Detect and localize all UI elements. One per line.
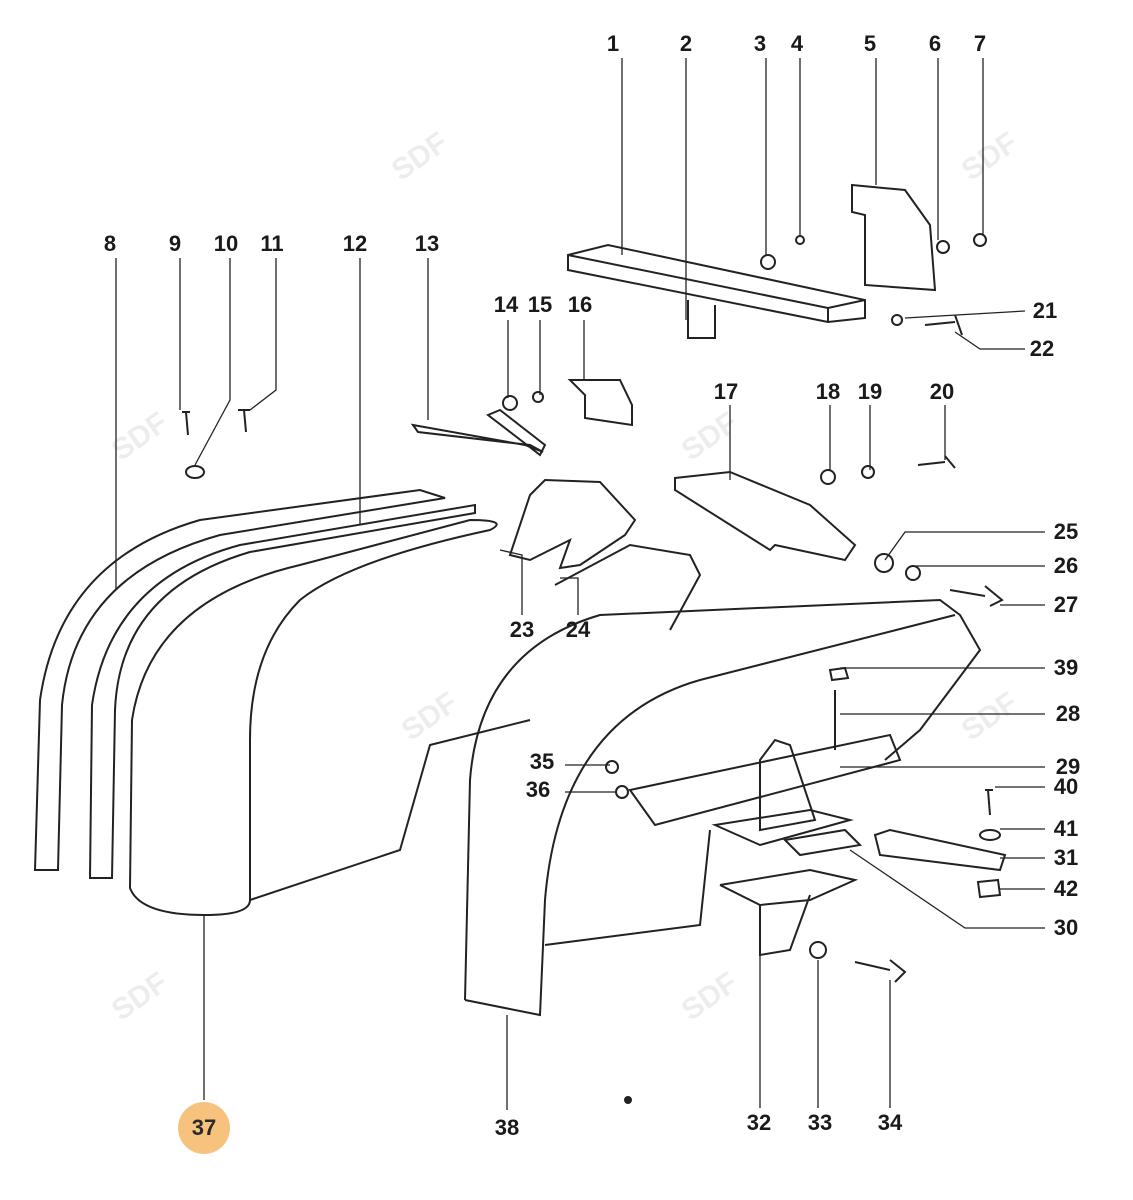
fender-strip-8 <box>33 488 446 871</box>
callout-10[interactable]: 10 <box>213 231 239 256</box>
callout-31[interactable]: 31 <box>1053 845 1079 870</box>
callout-11[interactable]: 11 <box>260 231 284 256</box>
callout-30[interactable]: 30 <box>1053 915 1079 940</box>
callout-13[interactable]: 13 <box>414 231 440 256</box>
callout-4[interactable]: 4 <box>790 31 804 56</box>
bracket-32 <box>719 868 859 957</box>
callout-22[interactable]: 22 <box>1029 336 1055 361</box>
callout-12[interactable]: 12 <box>342 231 368 256</box>
callout-41[interactable]: 41 <box>1053 816 1079 841</box>
callout-29[interactable]: 29 <box>1055 754 1081 779</box>
callout-6[interactable]: 6 <box>928 31 942 56</box>
callout-7[interactable]: 7 <box>973 31 987 56</box>
callout-40[interactable]: 40 <box>1053 774 1079 799</box>
fender-37 <box>128 518 531 917</box>
plate-part <box>851 183 937 292</box>
callout-8[interactable]: 8 <box>103 231 117 256</box>
callout-26[interactable]: 26 <box>1053 553 1079 578</box>
callout-9[interactable]: 9 <box>168 231 182 256</box>
callout-28[interactable]: 28 <box>1055 701 1081 726</box>
fender-38 <box>464 598 982 1017</box>
callout-27[interactable]: 27 <box>1053 592 1079 617</box>
callout-39[interactable]: 39 <box>1053 655 1079 680</box>
fender-strip-12 <box>88 503 476 879</box>
callout-35[interactable]: 35 <box>529 749 555 774</box>
callout-25[interactable]: 25 <box>1053 519 1079 544</box>
crossbar-part <box>567 243 866 339</box>
callout-23[interactable]: 23 <box>509 617 535 642</box>
callout-36[interactable]: 36 <box>525 777 551 802</box>
callout-14[interactable]: 14 <box>493 292 519 317</box>
callout-38[interactable]: 38 <box>494 1115 520 1140</box>
callout-19[interactable]: 19 <box>857 379 883 404</box>
leader-lines <box>115 58 1045 1110</box>
callout-42[interactable]: 42 <box>1053 876 1079 901</box>
callout-33[interactable]: 33 <box>807 1110 833 1135</box>
callout-37-highlighted[interactable]: 37 <box>178 1102 230 1154</box>
support-bracket-29 <box>628 733 902 857</box>
callout-34[interactable]: 34 <box>877 1110 903 1135</box>
callout-17[interactable]: 17 <box>713 379 739 404</box>
callout-21[interactable]: 21 <box>1032 298 1058 323</box>
callout-2[interactable]: 2 <box>679 31 693 56</box>
callout-5[interactable]: 5 <box>863 31 877 56</box>
callout-16[interactable]: 16 <box>567 292 593 317</box>
callout-1[interactable]: 1 <box>606 31 620 56</box>
callout-20[interactable]: 20 <box>929 379 955 404</box>
bracket-17 <box>674 470 857 562</box>
callout-32[interactable]: 32 <box>746 1110 772 1135</box>
callout-24[interactable]: 24 <box>565 617 591 642</box>
callout-15[interactable]: 15 <box>527 292 553 317</box>
callout-3[interactable]: 3 <box>753 31 767 56</box>
callout-18[interactable]: 18 <box>815 379 841 404</box>
